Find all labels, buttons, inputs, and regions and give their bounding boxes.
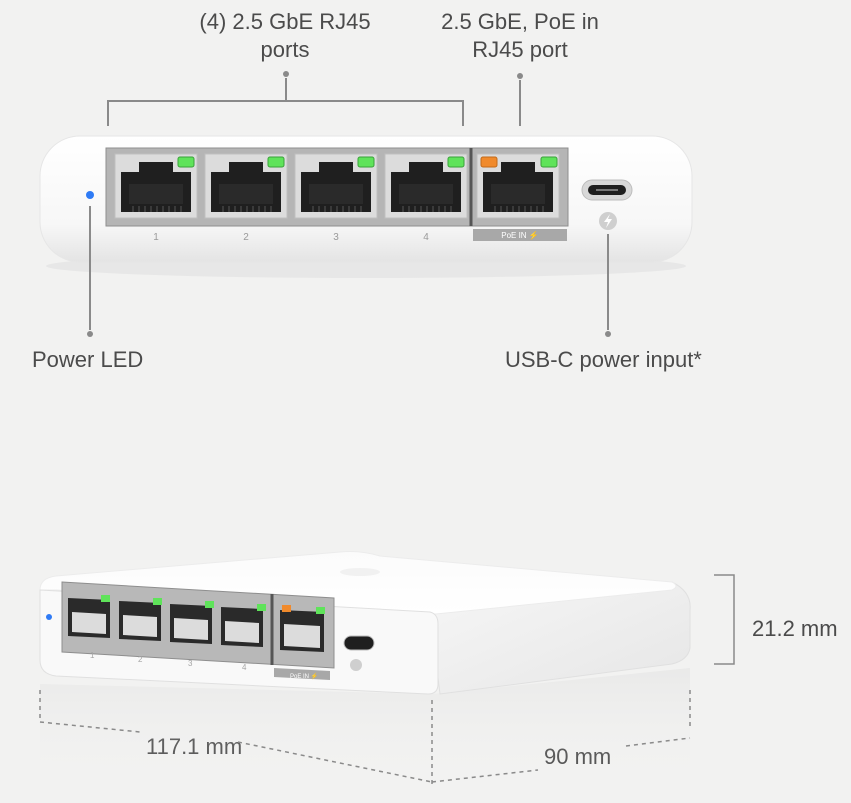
usb-c-port-icon	[581, 179, 633, 201]
port-number-3-3d: 3	[188, 659, 193, 668]
ports-bracket	[107, 78, 464, 126]
port-link-leds	[177, 156, 558, 168]
poe-label-text: PoE IN ⚡	[501, 230, 539, 240]
poe-orange-led	[480, 156, 498, 168]
port-number-3: 3	[333, 232, 339, 243]
usb-c-callout-dot	[605, 331, 611, 337]
poe-port-callout-line2: RJ45 port	[472, 37, 568, 62]
led-indicator-icon	[86, 191, 94, 199]
height-dimension-label: 21.2 mm	[752, 616, 838, 641]
ports-callout-label: (4) 2.5 GbE RJ45 ports	[185, 8, 385, 64]
port-number-1: 1	[153, 232, 159, 243]
ports-callout-line2: ports	[260, 37, 310, 62]
dimension-lines	[39, 574, 735, 784]
ports-callout-dot	[283, 71, 289, 77]
power-bolt-icon	[599, 212, 617, 230]
switch-front-view: 1 2 3 4 PoE IN ⚡	[39, 135, 693, 278]
power-led-callout-label: Power LED	[32, 347, 144, 372]
port-number-2-3d: 2	[138, 655, 143, 664]
ports-callout-line1: (4) 2.5 GbE RJ45	[199, 9, 371, 34]
poe-port-callout-line1: 2.5 GbE, PoE in	[441, 9, 599, 34]
usb-c-callout-label: USB-C power input*	[505, 347, 702, 372]
port-number-4-3d: 4	[242, 663, 247, 672]
poe-label-3d: PoE IN ⚡	[290, 672, 318, 680]
poe-callout-dot	[517, 73, 523, 79]
switch-3d-view: 1 2 3 4 PoE IN ⚡	[39, 551, 691, 790]
poe-label-strip	[473, 229, 567, 241]
poe-port-callout-label: 2.5 GbE, PoE in RJ45 port	[425, 8, 615, 64]
power-led-callout-dot	[87, 331, 93, 337]
port-number-1-3d: 1	[90, 651, 95, 660]
port-number-2: 2	[243, 232, 249, 243]
port-number-4: 4	[423, 232, 429, 243]
